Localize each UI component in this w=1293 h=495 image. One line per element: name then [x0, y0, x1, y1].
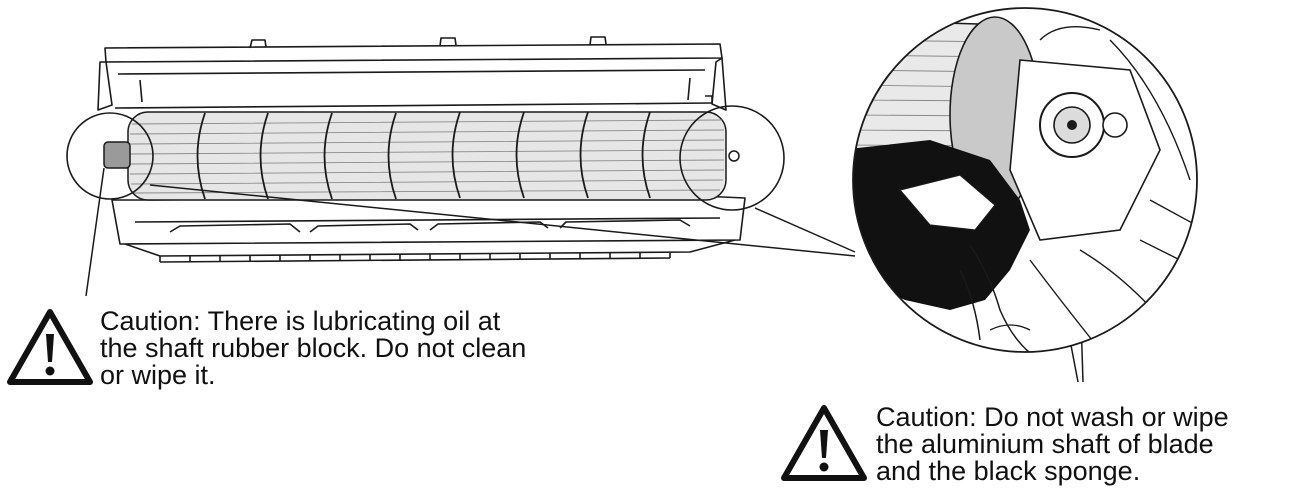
warning-triangle-icon: [7, 309, 93, 385]
caution-right-line-1: Caution: Do not wash or wipe: [876, 402, 1229, 432]
bottom-vent-slats: [159, 252, 671, 263]
fan-blade-lines: [129, 119, 725, 194]
caution-left-line-2: the shaft rubber block. Do not clean: [100, 333, 527, 363]
caution-text-rubber-block: Caution: There is lubricating oil at the…: [100, 308, 526, 389]
caution-left-line-1: Caution: There is lubricating oil at: [100, 306, 501, 336]
caution-right-line-3: and the black sponge.: [876, 456, 1141, 486]
fan-wheel: [103, 111, 740, 201]
zoom-circle-border: [852, 7, 1198, 353]
caution-text-shaft-sponge: Caution: Do not wash or wipe the alumini…: [876, 404, 1229, 485]
shaft-rubber-block: [103, 141, 131, 169]
zoom-detail: [853, 8, 1197, 352]
caution-right-line-2: the aluminium shaft of blade: [876, 429, 1214, 459]
detail-highlight-circles: [66, 105, 785, 211]
caution-left-line-3: or wipe it.: [100, 360, 216, 390]
warning-triangle-icon: [781, 405, 867, 481]
